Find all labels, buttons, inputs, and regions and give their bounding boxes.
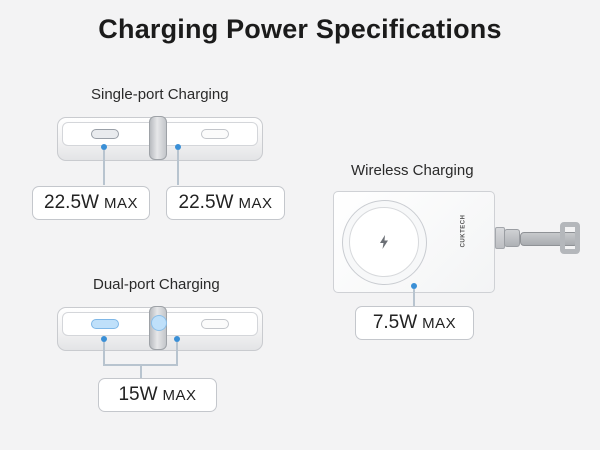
page-title: Charging Power Specifications [98,14,502,44]
single-port-left-spec: 22.5W MAX [32,186,150,220]
usb-a-connector-line [176,342,178,365]
single-port-right-spec: 22.5W MAX [166,186,285,220]
spec-unit: MAX [162,386,197,404]
power-bank-single [57,116,263,161]
spec-unit: MAX [103,194,138,212]
usb-a-indicator-dot [175,144,181,150]
spec-value: 22.5W [44,192,99,213]
wireless-charging-pad [342,200,427,285]
wireless-label: Wireless Charging [351,162,474,179]
usb-c-connector-line [103,342,105,365]
spec-value: 22.5W [178,192,234,213]
power-bank-dual [57,306,263,351]
wireless-indicator-dot [411,283,417,289]
wireless-connector-line [413,289,415,306]
usb-a-indicator-dot [174,336,180,342]
usb-a-port [201,129,229,139]
spec-value: 15W [118,384,158,405]
charging-coil [349,207,419,277]
lanyard-loop [560,222,580,254]
strap-buckle-active [149,306,167,350]
spec-unit: MAX [238,194,273,212]
dual-port-label: Dual-port Charging [93,276,220,293]
usb-c-port-active [91,319,119,329]
spec-value: 7.5W [372,312,418,333]
usb-c-port [91,129,119,139]
usb-a-port [201,319,229,329]
usb-c-indicator-dot [101,144,107,150]
single-port-label: Single-port Charging [91,86,229,103]
brand-logo: CUKTECH [460,214,467,248]
usb-c-indicator-dot [101,336,107,342]
dual-port-spec: 15W MAX [98,378,217,412]
cable-head [504,229,520,247]
wireless-spec: 7.5W MAX [355,306,474,340]
bracket-stem [140,364,142,379]
usb-c-connector-line [103,150,105,185]
wireless-charger: CUKTECH [333,191,495,293]
usb-a-connector-line [177,150,179,185]
strap-buckle [149,116,167,160]
spec-unit: MAX [422,314,457,332]
lightning-icon [380,235,388,249]
